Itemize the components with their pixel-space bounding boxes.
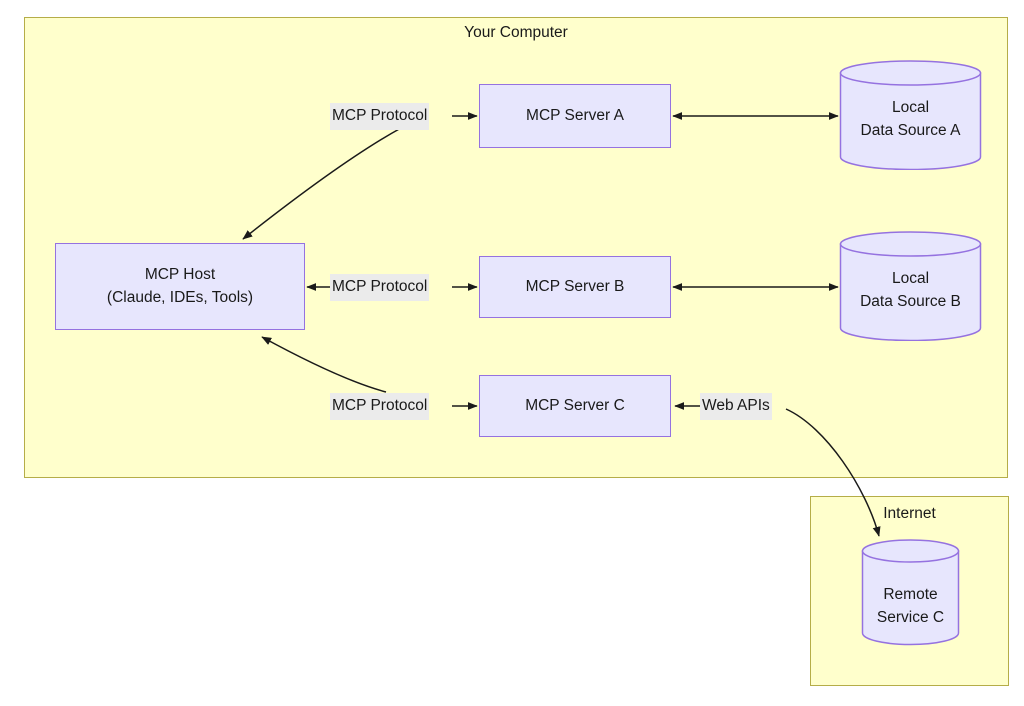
cylinder-shape-b xyxy=(839,231,982,342)
node-mcp-host[interactable]: MCP Host (Claude, IDEs, Tools) xyxy=(55,243,305,330)
cylinder-shape-a xyxy=(839,60,982,171)
node-local-data-source-a[interactable]: Local Data Source A xyxy=(839,60,982,171)
edge-label-mcp-protocol-b: MCP Protocol xyxy=(330,274,430,301)
edge-mcp-protocol-a-to-host xyxy=(242,127,402,240)
node-local-data-source-b[interactable]: Local Data Source B xyxy=(839,231,982,342)
node-mcp-server-c[interactable]: MCP Server C xyxy=(479,375,671,437)
edge-label-mcp-protocol-a: MCP Protocol xyxy=(330,103,430,130)
container-your-computer-title: Your Computer xyxy=(464,24,568,41)
edge-label-mcp-protocol-c: MCP Protocol xyxy=(330,393,430,420)
edge-web-apis-to-remote-service-c xyxy=(785,408,881,537)
container-internet-title: Internet xyxy=(883,505,936,522)
node-mcp-server-b-label: MCP Server B xyxy=(525,277,625,295)
edge-mcp-protocol-c-to-host xyxy=(261,336,387,393)
node-mcp-server-c-label: MCP Server C xyxy=(525,396,625,414)
node-remote-service-c[interactable]: Remote Service C xyxy=(861,539,960,646)
cylinder-shape-c xyxy=(861,539,960,646)
node-mcp-server-b[interactable]: MCP Server B xyxy=(479,256,671,318)
node-mcp-host-label-line1: MCP Host xyxy=(144,266,216,284)
container-internet xyxy=(810,496,1009,686)
node-mcp-server-a[interactable]: MCP Server A xyxy=(479,84,671,148)
node-mcp-host-label-line2: (Claude, IDEs, Tools) xyxy=(106,288,254,306)
edge-label-web-apis: Web APIs xyxy=(700,393,772,420)
node-mcp-server-a-label: MCP Server A xyxy=(526,106,624,124)
